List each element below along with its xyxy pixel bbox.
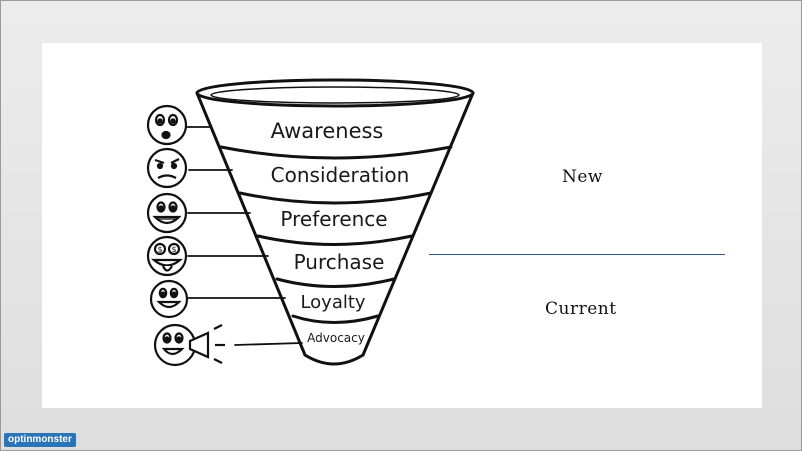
grinning-face-icon [146,192,188,234]
stage-label-advocacy: Advocacy [307,331,365,345]
slide-canvas: Awareness Consideration Preference Purch… [42,43,762,408]
new-label: New [562,167,603,187]
stage-label-preference: Preference [280,207,387,231]
stage-label-consideration: Consideration [271,163,410,187]
stage-label-loyalty: Loyalty [300,292,365,313]
worried-face-icon [146,104,188,146]
divider-line [429,254,725,255]
megaphone-face-icon [153,323,225,367]
funnel-diagram: Awareness Consideration Preference Purch… [146,78,475,367]
money-eyes-face-icon: $ $ [146,235,188,277]
happy-face-icon [149,279,189,319]
stage-label-purchase: Purchase [294,250,385,274]
current-label: Current [545,299,617,319]
skeptical-face-icon [146,147,188,189]
svg-text:$: $ [157,245,162,254]
stage-label-awareness: Awareness [271,119,384,143]
svg-text:$: $ [171,245,176,254]
optinmonster-logo: optinmonster [4,433,76,447]
